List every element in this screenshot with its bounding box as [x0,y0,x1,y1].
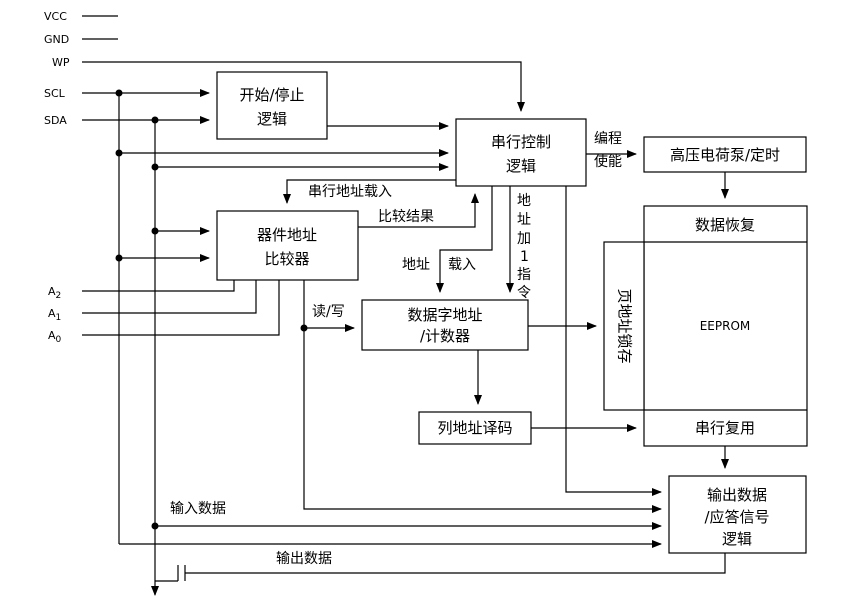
output-ack-logic-block [668,475,807,554]
dev-addr-line2: 比较器 [264,250,309,268]
prog-enable-line2: 使能 [594,153,622,170]
pin-scl: SCL [44,87,66,100]
eeprom-array-block [643,205,808,447]
pin-wp: WP [52,56,70,69]
load-label: 载入 [448,257,476,273]
pin-a2: A2 [48,285,61,301]
data-in-label: 输入数据 [170,501,226,517]
word-addr-line1: 数据字地址 [407,306,482,324]
eeprom-label: EEPROM [700,319,751,333]
start-stop-line2: 逻辑 [257,110,287,128]
compare-result-label: 比较结果 [378,209,434,225]
addr-inc-c5: 指 [517,267,531,283]
wires [82,61,729,596]
serial-control-logic-block [455,118,587,187]
pin-gnd: GND [44,33,69,46]
device-address-comparator-block [216,210,359,281]
pin-vcc: VCC [44,10,67,23]
addr-inc-c1: 地 [517,193,531,209]
addr-label: 地址 [402,257,430,273]
addr-inc-c4: 1 [520,249,529,265]
serial-ctrl-line2: 逻辑 [506,157,536,175]
addr-inc-c3: 加 [517,231,531,247]
col-decode-label: 列地址译码 [437,419,512,437]
word-address-counter-block [361,299,529,351]
serial-mux-label: 串行复用 [695,419,755,437]
pin-a1: A1 [48,307,61,323]
hv-pump-label: 高压电荷泵/定时 [670,146,780,164]
output-logic-line2: /应答信号 [704,508,769,526]
serial-addr-load-label: 串行地址载入 [308,184,392,200]
output-logic-line1: 输出数据 [707,486,767,504]
start-stop-line1: 开始/停止 [239,86,304,104]
start-stop-logic-block [216,71,328,140]
junction-dots [115,89,308,530]
addr-inc-c2: 址 [517,212,531,228]
pin-a0: A0 [48,329,62,345]
page-address-latch-block [603,241,645,411]
page-latch-label: 页地址锁存 [616,288,634,363]
read-write-label: 读/写 [312,303,345,320]
data-recovery-label: 数据恢复 [695,216,755,234]
word-addr-line2: /计数器 [420,327,470,345]
prog-enable-line1: 编程 [594,131,622,147]
output-logic-line3: 逻辑 [722,530,752,548]
addr-inc-c6: 令 [517,285,531,301]
pin-sda: SDA [44,114,67,127]
serial-ctrl-line1: 串行控制 [491,133,551,151]
data-out-label: 输出数据 [276,551,332,567]
dev-addr-line1: 器件地址 [257,226,317,244]
hv-pump-block [643,136,807,173]
